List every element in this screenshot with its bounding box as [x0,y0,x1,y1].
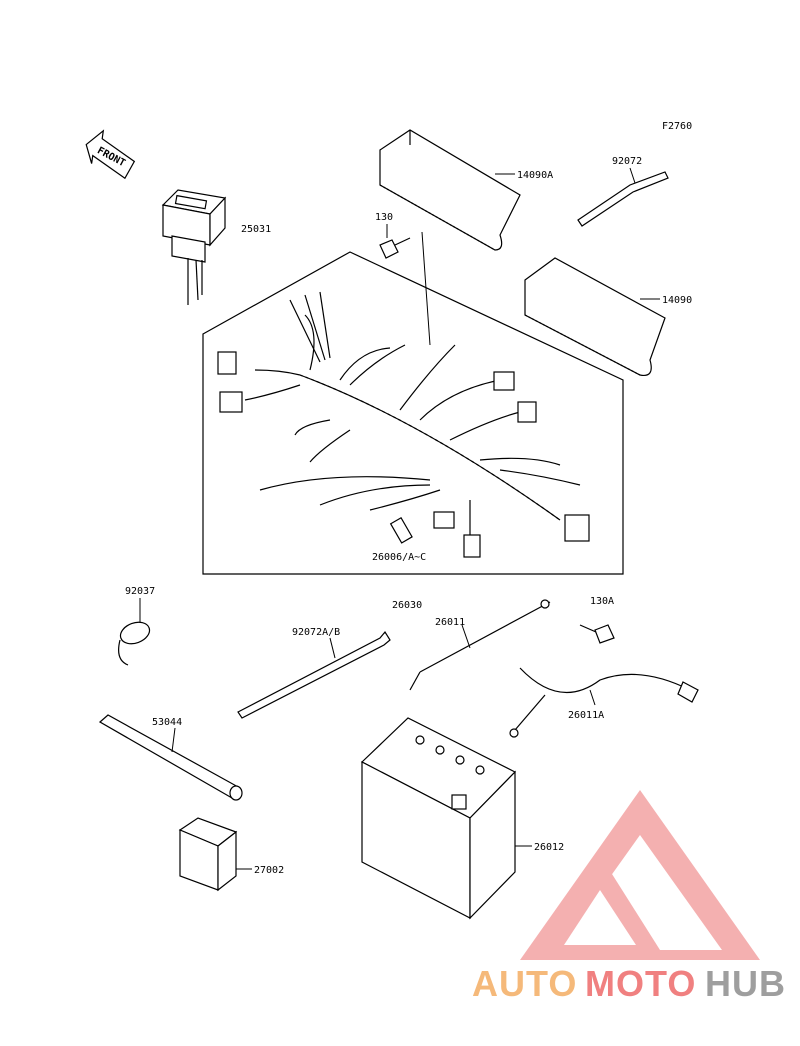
part-25031-meter [161,189,227,305]
watermark-hub: HUB [705,963,786,1004]
part-130-bolt [379,224,411,259]
part-26011a-cable [509,667,699,738]
label-26011: 26011 [435,617,465,628]
label-130: 130 [375,212,393,223]
part-92072-strap [577,167,669,227]
watermark-logo [520,790,760,960]
label-92072: 92072 [612,156,642,167]
figure-code: F2760 [662,121,692,132]
label-92072ab: 92072A/B [292,627,340,638]
part-130a-bolt [579,624,615,644]
label-130a: 130A [590,596,614,607]
front-arrow-icon: FRONT [85,129,136,180]
harness-frame [202,251,624,575]
label-92037: 92037 [125,586,155,597]
label-25031: 25031 [241,224,271,235]
watermark-text: AUTO MOTO HUB [472,963,786,1004]
part-14090a-cover [379,129,521,251]
watermark-moto: MOTO [585,963,696,1004]
watermark-auto: AUTO [472,963,577,1004]
label-26006: 26006/A~C [372,552,426,563]
part-14090-cover [524,257,666,377]
label-26011a: 26011A [568,710,604,721]
part-53044-tube [98,714,243,801]
label-14090: 14090 [662,295,692,306]
part-main-harness [217,291,590,558]
part-26012-battery [360,717,532,920]
part-27002-relay [178,817,252,892]
label-26012: 26012 [534,842,564,853]
part-26011-cable [409,599,551,691]
leader-130 [421,231,431,346]
part-92037-clamp [118,598,151,666]
part-92072ab-strap [237,630,391,719]
label-14090a: 14090A [517,170,553,181]
label-53044: 53044 [152,717,182,728]
label-26030: 26030 [392,600,422,611]
label-27002: 27002 [254,865,284,876]
